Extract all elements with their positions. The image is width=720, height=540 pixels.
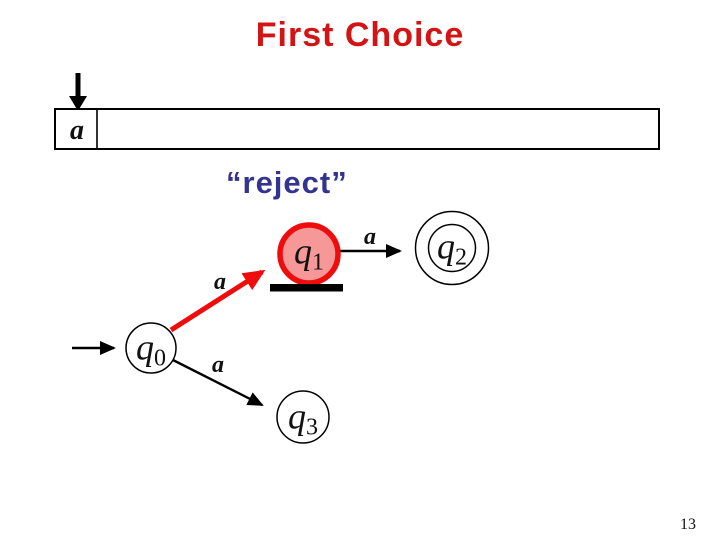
- state-q3-label: q3: [288, 399, 318, 440]
- state-q2-label-base: q: [437, 226, 455, 267]
- state-q0-label-base: q: [136, 327, 154, 368]
- state-q1-label-base: q: [294, 231, 312, 272]
- state-q1-label: q1: [294, 234, 324, 275]
- tape-cell-letter: a: [70, 115, 84, 146]
- state-q0-label: q0: [136, 330, 166, 371]
- state-q1-circle-highlighted: [277, 222, 341, 286]
- transition-q0-q3-label: a: [212, 352, 224, 378]
- tape-head-arrowhead-icon: [69, 96, 87, 111]
- state-q3-circle: [276, 390, 330, 444]
- state-q2-label: q2: [437, 229, 467, 270]
- state-q1-label-sub: 1: [312, 249, 324, 276]
- transition-q0-q1-highlighted: [169, 269, 266, 333]
- reject-caption: “reject”: [226, 165, 348, 200]
- transition-q0-q3: [166, 355, 264, 407]
- state-q3-label-base: q: [288, 396, 306, 437]
- state-q0-label-sub: 0: [154, 345, 166, 372]
- state-q2-label-sub: 2: [455, 244, 467, 271]
- state-q2-inner-circle: [427, 223, 477, 273]
- transition-q0-q1-label: a: [214, 269, 226, 295]
- state-q3-label-sub: 3: [306, 414, 318, 441]
- transition-q1-q2-label: a: [364, 224, 376, 250]
- slide-title: First Choice: [255, 16, 465, 54]
- state-q2-outer-circle: [414, 210, 490, 286]
- emphasis-bar: [270, 284, 343, 292]
- page-number: 13: [680, 516, 696, 533]
- state-q0-circle: [125, 322, 177, 374]
- input-tape: [54, 108, 660, 150]
